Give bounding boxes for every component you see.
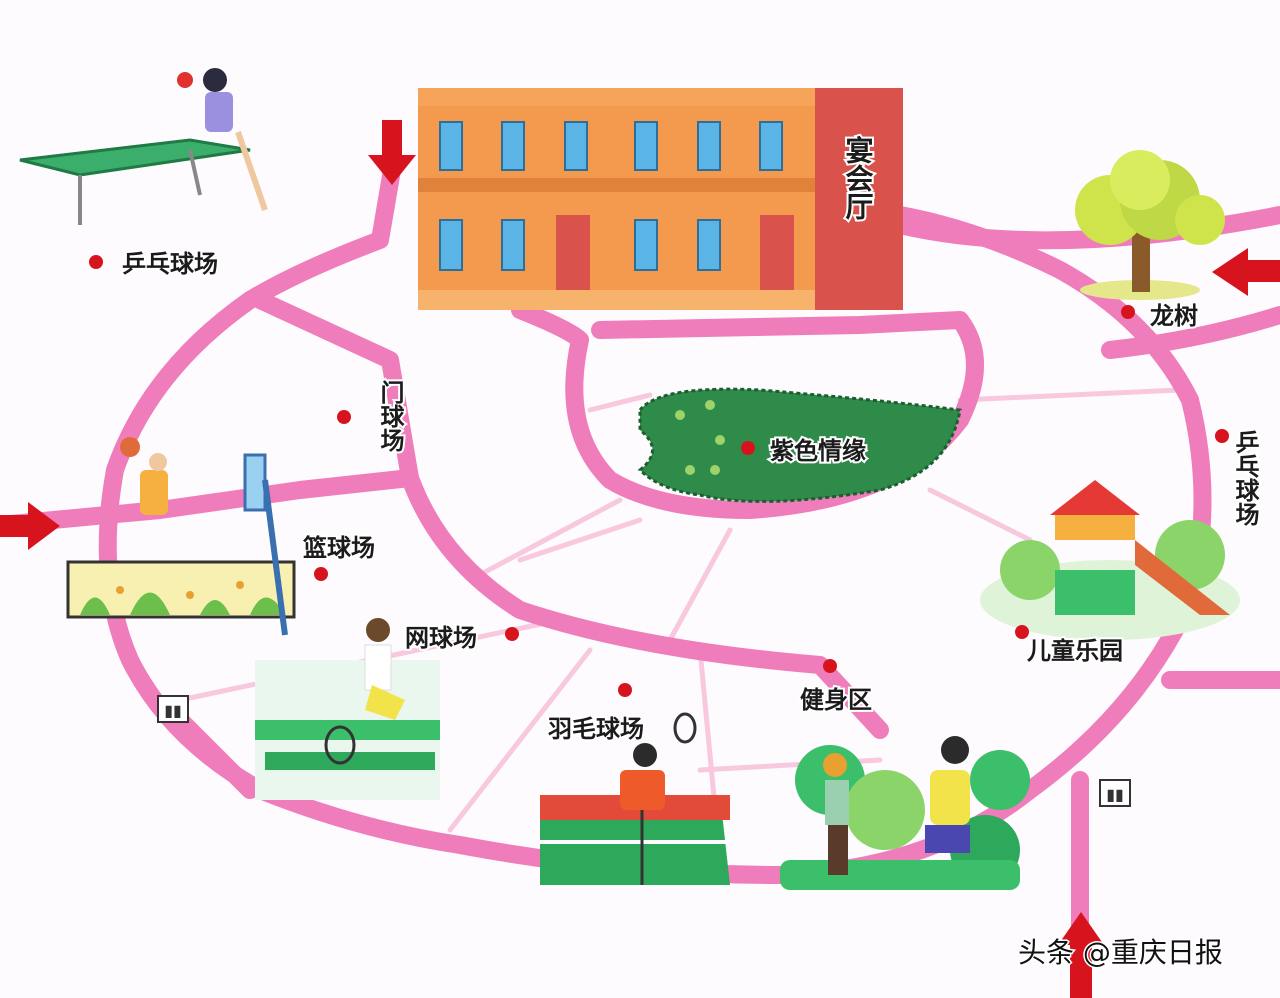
label-tennis: 网球场 <box>405 624 477 652</box>
location-dot-icon <box>741 441 755 455</box>
roads <box>0 161 1280 998</box>
badminton-illustration <box>540 712 730 885</box>
pingpong-illustration <box>19 68 268 225</box>
playground-illustration <box>980 480 1240 640</box>
entrance-arrow-icon <box>0 502 60 550</box>
dragon-tree <box>1075 150 1225 300</box>
label-pingpong-top: 乒乓球场 <box>122 250 218 278</box>
label-dragon-tree: 龙树 <box>1150 302 1198 330</box>
location-dot-icon <box>823 659 837 673</box>
svg-text:▮▮: ▮▮ <box>164 701 182 720</box>
banquet-hall-text: 宴会厅 <box>842 135 875 220</box>
location-dot-icon <box>89 255 103 269</box>
svg-text:▮▮: ▮▮ <box>1106 785 1124 804</box>
purple-romance-lawn <box>637 387 962 503</box>
location-dot-icon <box>505 627 519 641</box>
label-gateball: 门球场 <box>376 379 404 452</box>
entrance-arrow-icon <box>1058 912 1104 998</box>
watermark: 头条 @重庆日报 <box>1018 936 1223 969</box>
label-playground: 儿童乐园 <box>1027 637 1123 665</box>
location-markers <box>89 255 1229 697</box>
banquet-hall-label: 宴会厅 <box>840 133 877 222</box>
label-badminton: 羽毛球场 <box>548 715 644 743</box>
location-dot-icon <box>314 567 328 581</box>
entrance-arrow-icon <box>1212 248 1280 296</box>
label-pingpong-right: 乒乓球场 <box>1231 430 1259 526</box>
location-dot-icon <box>1015 625 1029 639</box>
location-dot-icon <box>337 410 351 424</box>
location-dot-icon <box>1215 429 1229 443</box>
tennis-illustration <box>255 618 440 800</box>
label-fitness: 健身区 <box>800 686 872 714</box>
label-purple-romance: 紫色情缘 <box>770 437 866 465</box>
fitness-illustration <box>780 736 1030 890</box>
restroom-icon: ▮▮ <box>157 695 189 723</box>
location-dot-icon <box>1121 305 1135 319</box>
restroom-icon: ▮▮ <box>1099 779 1131 807</box>
label-basketball: 篮球场 <box>302 534 375 562</box>
entrance-arrow-icon <box>368 120 416 185</box>
basketball-illustration <box>66 437 296 636</box>
banquet-hall-building <box>418 88 903 310</box>
location-dot-icon <box>618 683 632 697</box>
